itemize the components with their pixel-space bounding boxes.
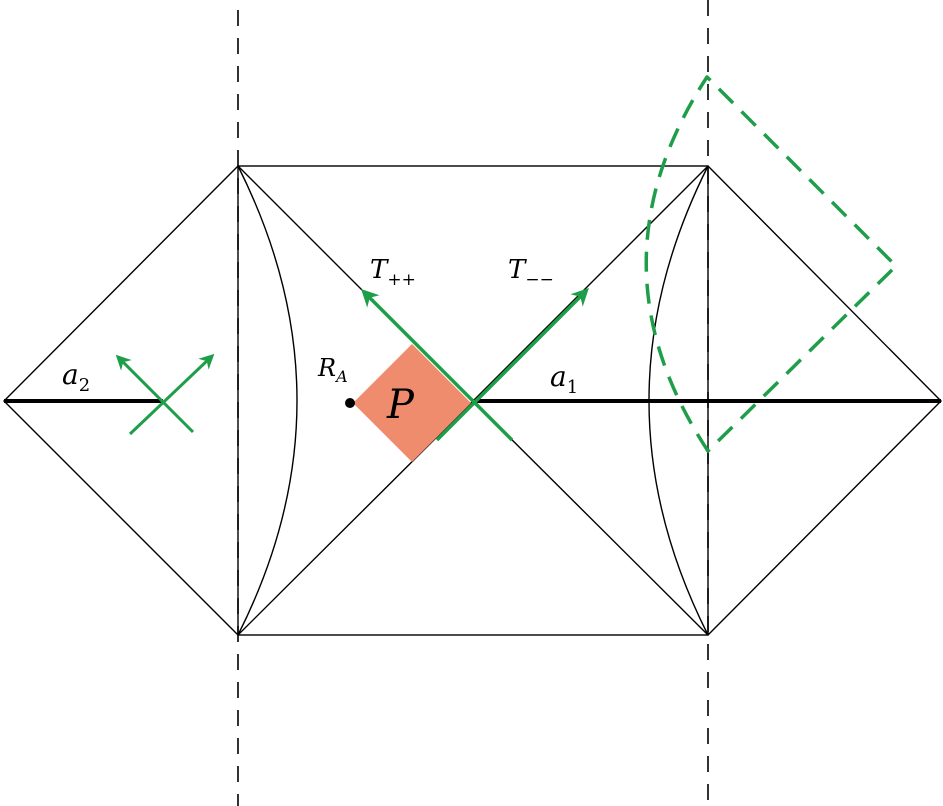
label-r-a: RA xyxy=(317,354,348,386)
label-t-plus: T++ xyxy=(370,255,416,290)
arrow-t-minus xyxy=(435,288,589,442)
label-p: P xyxy=(386,382,415,428)
arrow-a2-left xyxy=(115,354,195,434)
arrow-a2-right xyxy=(128,353,215,436)
point-r-a xyxy=(345,398,355,408)
curve-left xyxy=(237,165,298,636)
label-a1: a1 xyxy=(550,360,578,398)
label-a2: a2 xyxy=(62,358,90,396)
region-p xyxy=(353,344,471,462)
dashed-green-wedge xyxy=(644,75,898,453)
label-t-minus: T−− xyxy=(508,255,554,290)
arrow-t-plus xyxy=(361,289,514,442)
